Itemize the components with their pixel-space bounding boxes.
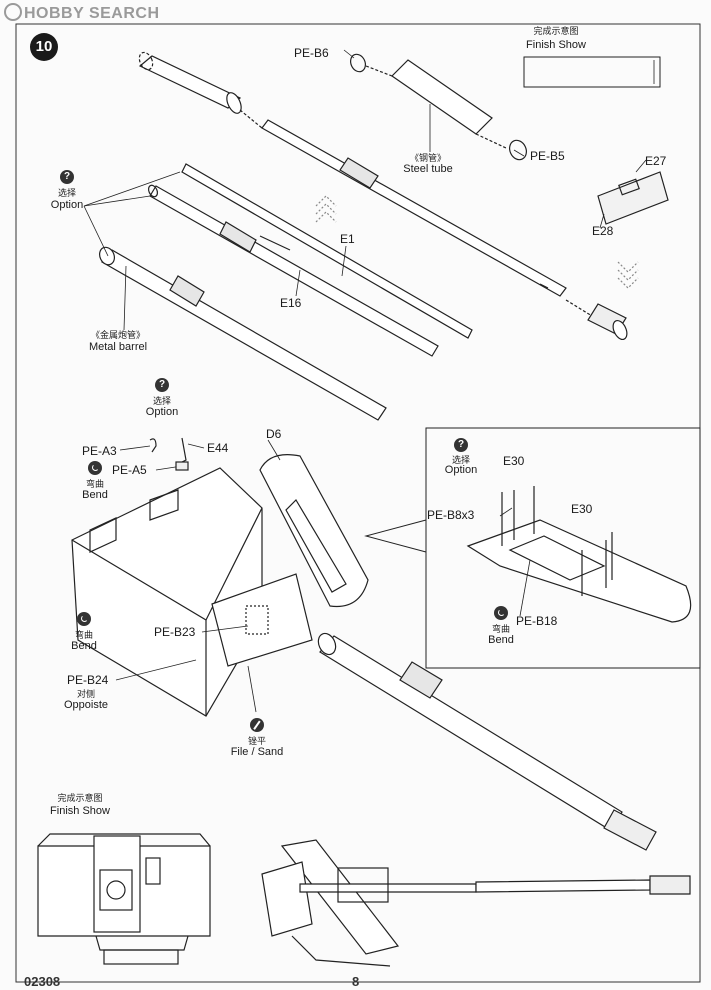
option-3-zh: 选择 xyxy=(451,455,471,465)
label-e44: E44 xyxy=(207,441,229,455)
muzzle-brake-drawing xyxy=(597,159,669,229)
finish-show-top-en: Finish Show xyxy=(526,39,586,51)
bend-1-en: Bend xyxy=(82,489,108,501)
label-e1: E1 xyxy=(340,232,355,246)
file-sand-zh: 锉平 xyxy=(247,736,267,746)
muzzle-end-drawing xyxy=(587,303,628,341)
steel-tube-drawing xyxy=(350,53,527,161)
arrow-down-1 xyxy=(315,195,337,223)
finish-side-view-drawing xyxy=(261,839,691,967)
gun-mount-drawing xyxy=(211,573,313,667)
watermark-logo-icon xyxy=(4,3,22,21)
bend-2-en: Bend xyxy=(71,640,97,652)
finish-front-view-drawing xyxy=(37,833,211,965)
long-barrel-drawing xyxy=(317,632,657,851)
label-e27: E27 xyxy=(645,154,667,168)
shield-plate-d6-drawing xyxy=(259,454,369,608)
metal-sleeve-drawing xyxy=(138,51,263,129)
watermark-text: HOBBY SEARCH xyxy=(24,5,160,22)
bend-3-zh: 弯曲 xyxy=(491,624,511,634)
footer-product-code: 02308 xyxy=(24,974,61,989)
inset-detail-box xyxy=(364,427,701,669)
label-pe-b6: PE-B6 xyxy=(294,46,329,60)
barrel-halves-drawing xyxy=(147,163,473,357)
label-pe-b24: PE-B24 xyxy=(67,673,109,687)
finish-show-box xyxy=(523,56,661,88)
finish-show-bottom-zh: 完成示意图 xyxy=(57,793,103,803)
option-2-zh: 选择 xyxy=(152,396,172,406)
option-icon-2: ? xyxy=(155,378,169,392)
barrel-assembly-drawing xyxy=(261,119,593,317)
label-e30-a: E30 xyxy=(503,454,525,468)
label-metal-barrel-en: Metal barrel xyxy=(88,341,148,353)
leader-lines xyxy=(83,49,531,713)
option-1-zh: 选择 xyxy=(57,188,77,198)
bend-icon-1 xyxy=(88,461,102,475)
label-e30-b: E30 xyxy=(571,502,593,516)
opposite-zh: 对侧 xyxy=(76,689,96,699)
arrow-down-2 xyxy=(617,261,639,289)
bend-3-en: Bend xyxy=(488,634,514,646)
label-pe-a5: PE-A5 xyxy=(112,463,147,477)
finish-show-bottom-en: Finish Show xyxy=(50,805,110,817)
label-pe-b23: PE-B23 xyxy=(154,625,196,639)
bend-1-zh: 弯曲 xyxy=(85,479,105,489)
bend-icon-3 xyxy=(494,606,508,620)
bend-2-zh: 弯曲 xyxy=(74,630,94,640)
file-sand-en: File / Sand xyxy=(230,746,284,758)
option-2-en: Option xyxy=(145,406,179,418)
label-pe-a3: PE-A3 xyxy=(82,444,117,458)
option-icon-1: ? xyxy=(60,170,74,184)
watermark: HOBBY SEARCH xyxy=(4,3,160,23)
label-pe-b18: PE-B18 xyxy=(516,614,558,628)
bend-icon-2 xyxy=(77,612,91,626)
file-sand-icon xyxy=(250,718,264,732)
label-metal-barrel-zh: 《金属炮管》 xyxy=(90,330,146,340)
label-pe-b5: PE-B5 xyxy=(530,149,565,163)
opposite-en: Oppoiste xyxy=(63,699,109,711)
step-number-badge: 10 xyxy=(30,33,58,61)
option-1-en: Option xyxy=(50,199,84,211)
finish-show-top-zh: 完成示意图 xyxy=(533,26,579,36)
label-d6: D6 xyxy=(266,427,282,441)
label-steel-tube-zh: 《钢管》 xyxy=(409,153,447,163)
small-parts-drawing xyxy=(149,437,189,471)
footer-page-number: 8 xyxy=(352,974,360,989)
option-3-en: Option xyxy=(444,464,478,476)
metal-barrel-drawing xyxy=(99,246,387,421)
label-e28: E28 xyxy=(592,224,614,238)
option-icon-3: ? xyxy=(454,438,468,452)
label-e16: E16 xyxy=(280,296,302,310)
label-pe-b8x3: PE-B8x3 xyxy=(427,508,475,522)
label-steel-tube-en: Steel tube xyxy=(403,163,453,175)
